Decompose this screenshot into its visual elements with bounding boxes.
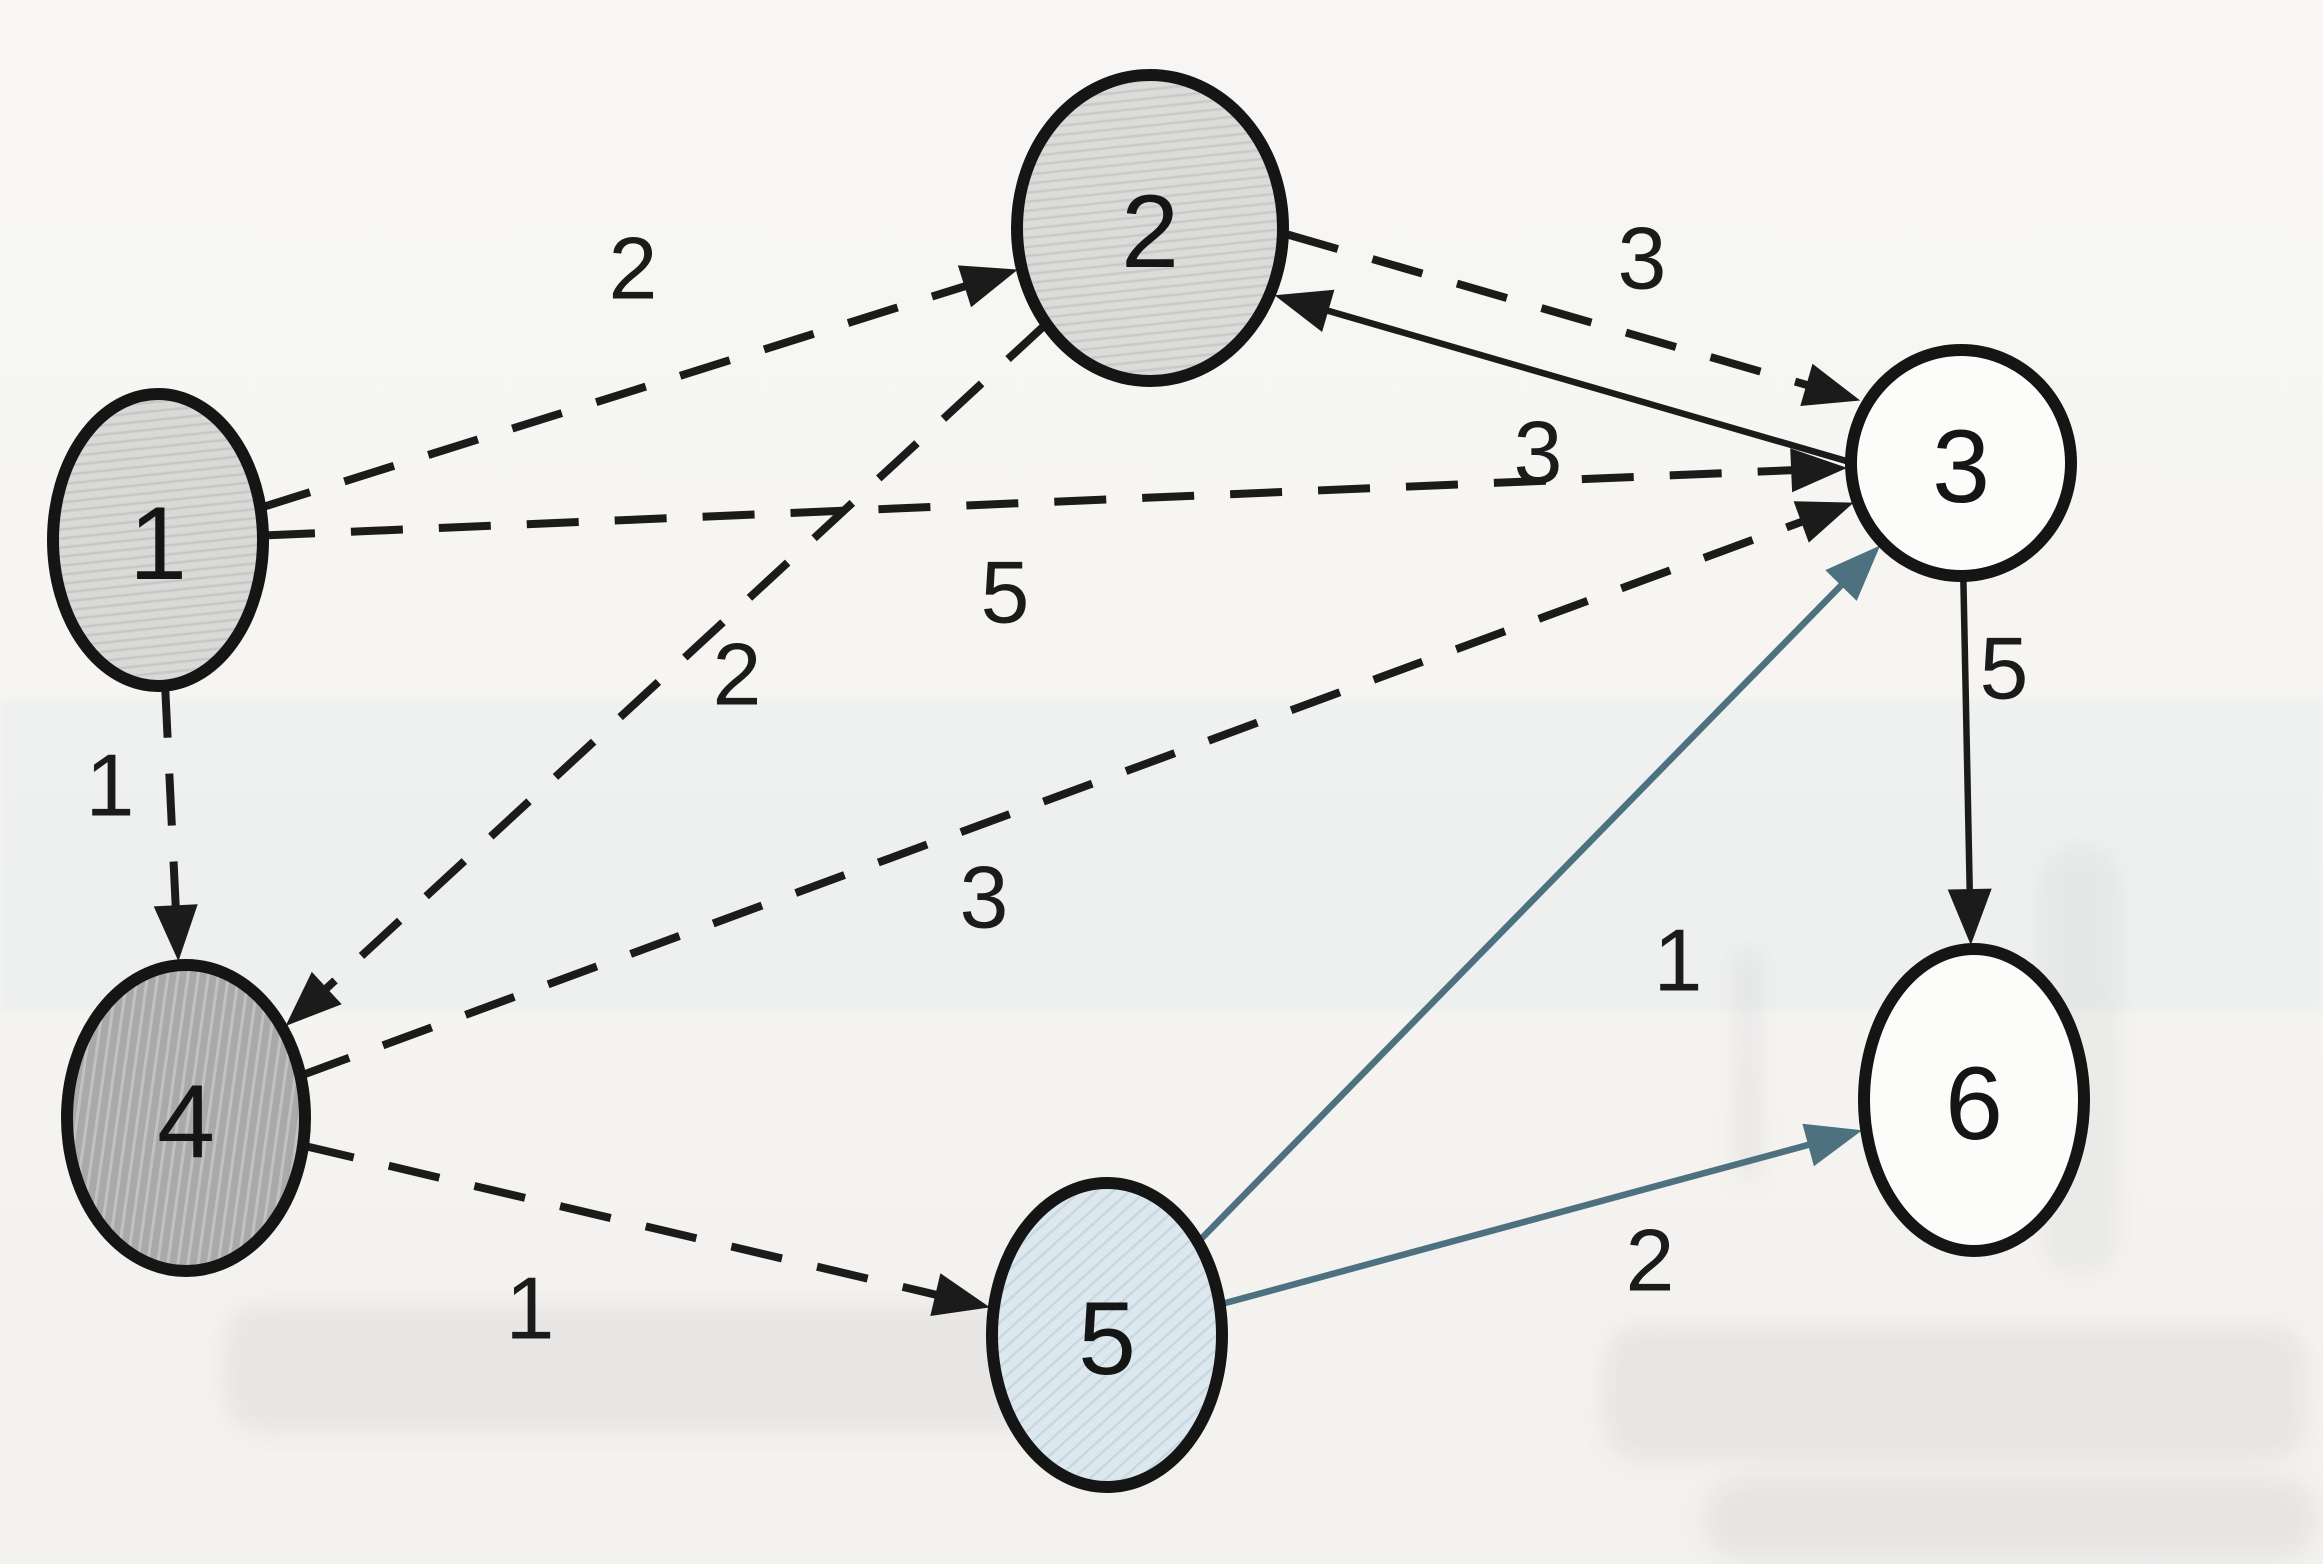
edge-3-6-weight: 5 <box>1980 619 2029 718</box>
arrowhead-icon <box>1790 448 1848 493</box>
node-4-label: 4 <box>157 1064 215 1180</box>
arrowhead-icon <box>153 904 198 962</box>
edge-5-6-weight: 2 <box>1626 1211 1675 1310</box>
edge-4-5-line <box>302 1141 956 1303</box>
edge-3-2 <box>1274 289 1848 465</box>
edge-4-3 <box>299 501 1854 1080</box>
node-6: 6 <box>1858 943 2090 1257</box>
node-3-label: 3 <box>1932 409 1990 525</box>
edge-1-2-weight: 2 <box>609 219 658 318</box>
node-layer: 1 2 3 4 5 6 <box>47 69 2090 1493</box>
edge-3-6 <box>1947 575 1992 946</box>
edge-4-5-weight: 1 <box>506 1259 555 1358</box>
edge-3-2-weight: 3 <box>1514 403 1563 502</box>
node-5-texture <box>998 1189 1216 1481</box>
edge-2-3 <box>1286 230 1861 406</box>
arrowhead-icon <box>1947 888 1992 946</box>
edge-3-6-line <box>1960 575 1974 909</box>
edge-4-5 <box>302 1141 990 1316</box>
arrowhead-icon <box>957 265 1018 308</box>
arrowhead-icon <box>1802 1123 1863 1167</box>
node-2-texture <box>1023 81 1277 375</box>
node-1-texture <box>59 400 257 680</box>
edge-1-4-line <box>161 685 181 926</box>
edge-1-2-line <box>259 276 985 512</box>
edge-5-3-weight: 1 <box>1654 911 1703 1010</box>
node-3: 3 <box>1845 344 2077 582</box>
node-5: 5 <box>986 1177 1228 1493</box>
edge-1-3-line <box>262 465 1811 540</box>
edge-3-2-line <box>1308 302 1848 465</box>
node-3-circle <box>1845 344 2077 582</box>
edge-1-3 <box>262 448 1848 540</box>
edge-1-4 <box>153 685 198 962</box>
edge-2-4 <box>285 320 1050 1026</box>
edge-2-3-line <box>1286 230 1827 395</box>
edge-5-6 <box>1218 1123 1863 1308</box>
edge-1-2 <box>259 265 1018 512</box>
arrowhead-icon <box>1800 363 1861 406</box>
edge-1-4-weight: 1 <box>86 736 135 835</box>
node-1-label: 1 <box>129 486 187 602</box>
node-6-label: 6 <box>1945 1046 2003 1162</box>
edge-5-3 <box>1195 545 1881 1245</box>
arrowhead-icon <box>285 971 342 1026</box>
edge-2-3-weight: 3 <box>1618 209 1667 308</box>
node-6-circle <box>1858 943 2090 1257</box>
edge-1-3-weight: 5 <box>981 543 1030 642</box>
node-4: 4 <box>61 959 311 1277</box>
edge-2-4-weight: 2 <box>713 625 762 724</box>
edge-4-3-weight: 3 <box>960 848 1009 947</box>
edge-4-3-line <box>299 511 1821 1080</box>
node-4-texture <box>73 971 299 1265</box>
node-2: 2 <box>1011 69 1289 387</box>
arrowhead-icon <box>1274 289 1335 332</box>
node-5-label: 5 <box>1078 1281 1136 1397</box>
arrowhead-icon <box>1793 501 1854 543</box>
edge-5-3-line <box>1195 569 1858 1245</box>
arrowhead-icon <box>930 1273 990 1316</box>
arrowhead-icon <box>1825 545 1881 601</box>
edge-5-6-line <box>1218 1136 1828 1308</box>
edge-layer <box>153 230 1992 1316</box>
node-1: 1 <box>47 388 269 692</box>
edge-2-4-line <box>309 320 1050 1005</box>
node-2-label: 2 <box>1121 174 1179 290</box>
